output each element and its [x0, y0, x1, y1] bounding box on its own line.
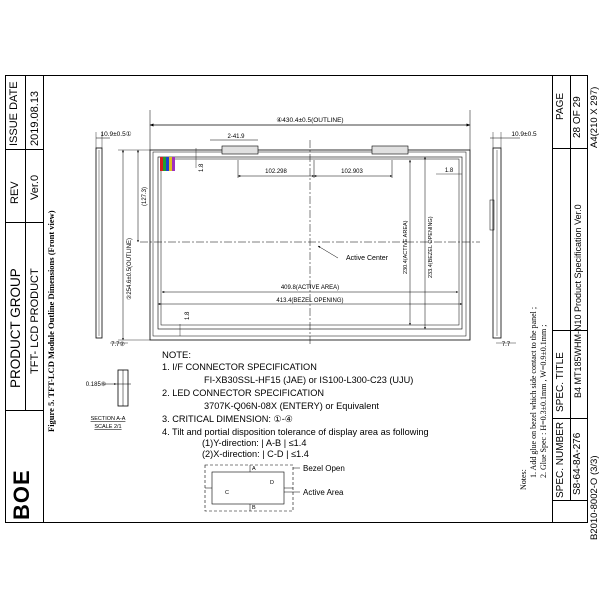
- dim-1-8-top: 1.8: [199, 163, 205, 172]
- dim-1-8-bottom: 1.8: [185, 311, 191, 320]
- dim-127-3: (127.3): [142, 187, 148, 206]
- letter-d: D: [270, 480, 274, 486]
- dim-7-7-right: 7.7: [502, 342, 511, 348]
- section-a-a-label: SECTION A-A: [91, 416, 126, 422]
- title-column-divider-1: [43, 75, 44, 523]
- dim-active-height: 230.4(ACTIVE AREA): [403, 220, 409, 274]
- title-row-divider: [5, 410, 43, 411]
- note-3: 3. CRITICAL DIMENSION: ①-④: [162, 414, 293, 424]
- dim-7-7-left: 7.7②: [111, 341, 125, 348]
- title-row-divider: [5, 149, 43, 150]
- note-4: 4. Tilt and portial disposition toleranc…: [162, 427, 429, 437]
- section-scale-label: SCALE 2/1: [94, 424, 121, 430]
- note-4-x: (2)X-direction: | C-D | ≤1.4: [202, 449, 309, 459]
- note-2: 2. LED CONNECTOR SPECIFICATION: [162, 388, 324, 398]
- dim-102-298: 102.298: [265, 169, 287, 175]
- active-area-label: Active Area: [303, 488, 344, 497]
- letter-b: B: [252, 505, 256, 511]
- letter-c: C: [225, 490, 229, 496]
- dim-outline-width: ④430.4±0.5(OUTLINE): [276, 116, 343, 124]
- dim-2-41-9: 2-41.9: [227, 134, 245, 140]
- note-2-detail: 3707K-Q06N-08X (ENTERY) or Equivalent: [204, 401, 379, 411]
- title-inner-divider: [570, 75, 571, 500]
- dim-102-903: 102.903: [341, 169, 363, 175]
- dim-active-width: 409.8(ACTIVE AREA): [281, 285, 339, 291]
- note-4-y: (1)Y-direction: | A-B | ≤1.4: [202, 438, 307, 448]
- title-row-divider: [552, 500, 588, 501]
- note-1: 1. I/F CONNECTOR SPECIFICATION: [162, 362, 317, 372]
- drawing-sheet-frame: [5, 75, 588, 523]
- letter-a: A: [252, 466, 256, 472]
- note-1-detail: FI-XB30SSL-HF15 (JAE) or IS100-L300-C23 …: [204, 375, 414, 385]
- title-column-divider-2: [552, 75, 553, 523]
- bezel-open-label: Bezel Open: [303, 464, 345, 473]
- notes-heading: NOTE:: [162, 350, 192, 361]
- dim-bezel-width: 413.4(BEZEL OPENING): [276, 298, 343, 304]
- dim-outline-height: ②254.6±0.5(OUTLINE): [126, 238, 133, 300]
- active-center-label: Active Center: [346, 255, 389, 262]
- dim-right-thickness: 10.9±0.5: [511, 131, 537, 138]
- dim-0-185: 0.185⑤: [86, 381, 106, 388]
- dim-1-8-right: 1.8: [445, 168, 454, 174]
- dim-bezel-height: 233.4(BEZEL OPENING): [428, 216, 434, 278]
- title-row-divider: [5, 222, 43, 223]
- title-inner-divider: [25, 75, 26, 410]
- dim-left-thickness: 10.9±0.5①: [100, 130, 131, 138]
